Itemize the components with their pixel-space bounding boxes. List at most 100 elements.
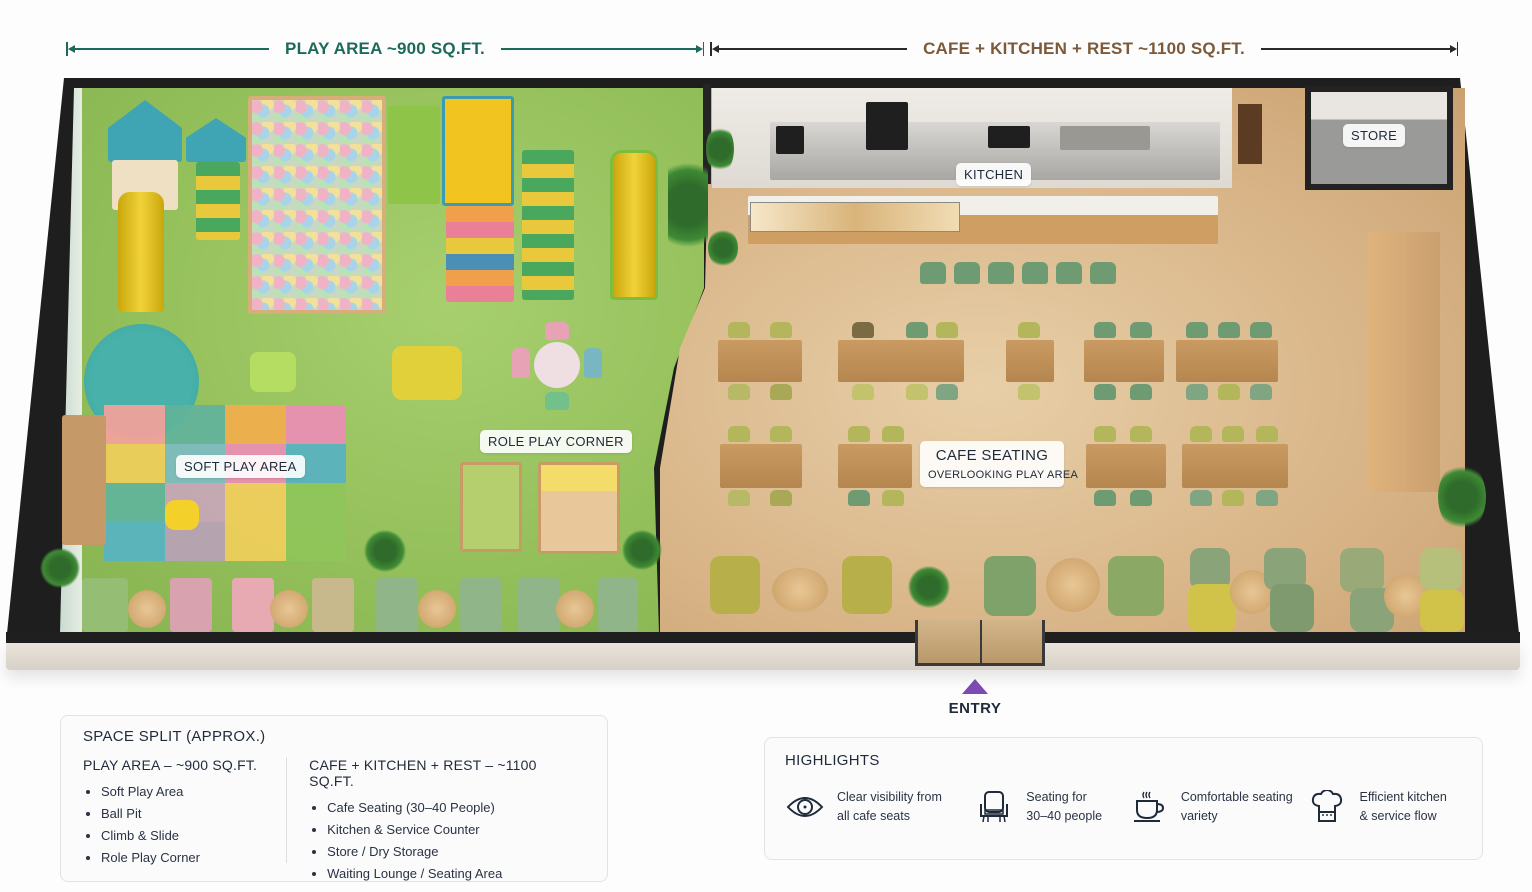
arrow-left-icon (711, 45, 719, 53)
cafe-table (1086, 444, 1166, 488)
bench (518, 578, 560, 632)
bar-stool (988, 262, 1014, 284)
lounge-armchair (1420, 548, 1462, 590)
cafe-chair (1250, 322, 1272, 338)
climbing-wall (442, 96, 514, 206)
bench (460, 578, 502, 632)
dimension-line (74, 48, 270, 50)
dimension-line (500, 48, 696, 50)
cafe-seating-label: CAFE SEATING OVERLOOKING PLAY AREA (920, 441, 1078, 487)
cafe-chair (1018, 322, 1040, 338)
window-bar-counter (1368, 232, 1440, 492)
cafe-chair (1130, 384, 1152, 400)
lounge-armchair (984, 556, 1036, 616)
cafe-chair (770, 490, 792, 506)
highlight-line: & service flow (1359, 809, 1437, 823)
cafe-chair (1130, 322, 1152, 338)
highlight-line: Seating for (1026, 790, 1087, 804)
toy-shelf (62, 415, 106, 545)
toy-car (392, 346, 462, 400)
activity-panel (388, 106, 440, 204)
list-item: Role Play Corner (83, 847, 286, 869)
lounge-armchair (1188, 584, 1236, 632)
kids-chair (584, 348, 602, 378)
list-item: Climb & Slide (83, 825, 286, 847)
highlights-title: HIGHLIGHTS (785, 752, 880, 769)
list-item: Kitchen & Service Counter (309, 819, 585, 841)
bar-stool (954, 262, 980, 284)
lounge-armchair (1420, 590, 1464, 632)
dimension-cap (66, 42, 68, 56)
lounge-armchair (842, 556, 892, 614)
cafe-table (718, 340, 802, 382)
sink (1060, 126, 1150, 150)
highlight-line: Efficient kitchen (1359, 790, 1447, 804)
ball-pit (248, 96, 386, 314)
plant (622, 530, 662, 570)
kids-table (534, 342, 580, 388)
round-table (128, 590, 166, 628)
play-shop (538, 462, 620, 554)
kids-chair (545, 322, 569, 340)
cafe-chair (728, 490, 750, 506)
plant (708, 228, 738, 268)
dimension-cap (1456, 42, 1458, 56)
cafe-chair (1256, 426, 1278, 442)
cafe-chair (728, 322, 750, 338)
space-split-card: SPACE SPLIT (APPROX.) PLAY AREA – ~900 S… (60, 715, 608, 882)
space-split-title: SPACE SPLIT (APPROX.) (83, 728, 266, 745)
toy (165, 500, 199, 530)
entry-door (915, 620, 1045, 666)
bench (598, 578, 638, 632)
dimension-line (1260, 48, 1450, 50)
cafe-chair (1094, 490, 1116, 506)
cafe-chair (882, 426, 904, 442)
eye-icon (785, 787, 825, 827)
entry-arrow-icon (962, 679, 988, 694)
arrow-right-icon (1449, 45, 1457, 53)
lounge-table (1046, 558, 1100, 612)
plan-base (6, 640, 1520, 670)
cafe-chair (1094, 384, 1116, 400)
cafe-table (1182, 444, 1288, 488)
cafe-chair (1250, 384, 1272, 400)
cafe-chair (728, 384, 750, 400)
column-divider (285, 757, 288, 863)
bench (170, 578, 212, 632)
cafe-chair (770, 426, 792, 442)
lounge-armchair (1270, 584, 1314, 632)
plant (1438, 462, 1486, 532)
list-item: Waiting Lounge / Seating Area (309, 863, 585, 885)
cafe-chair (1190, 426, 1212, 442)
role-play-corner-label: ROLE PLAY CORNER (480, 430, 632, 453)
bench (232, 578, 274, 632)
cafe-chair (1256, 490, 1278, 506)
cooktop (988, 126, 1030, 148)
round-table (556, 590, 594, 628)
highlight-line: all cafe seats (837, 809, 910, 823)
list-item: Soft Play Area (83, 781, 286, 803)
bench (82, 578, 128, 632)
cafe-seating-title: CAFE SEATING (935, 447, 1049, 464)
round-table (270, 590, 308, 628)
entry-label: ENTRY (948, 700, 1002, 717)
highlight-line: Comfortable seating (1180, 790, 1293, 804)
plant (908, 566, 950, 608)
kids-chair (512, 348, 530, 378)
climb-steps (446, 206, 514, 302)
lounge-table (772, 568, 828, 612)
highlight-line: Clear visibility from (837, 790, 942, 804)
list-item: Ball Pit (83, 803, 286, 825)
highlight-visibility: Clear visibility from all cafe seats (785, 787, 974, 827)
cafe-chair (1222, 426, 1244, 442)
bar-stool (1022, 262, 1048, 284)
coffee-machine (776, 126, 804, 154)
big-slide (610, 150, 658, 300)
bar-stool (1090, 262, 1116, 284)
cafe-chair (1186, 384, 1208, 400)
cafe-chair (728, 426, 750, 442)
soft-play-mat (104, 405, 346, 561)
cafe-area-column: CAFE + KITCHEN + REST – ~1100 SQ.FT. Caf… (309, 757, 585, 885)
partition-wall (703, 84, 711, 184)
